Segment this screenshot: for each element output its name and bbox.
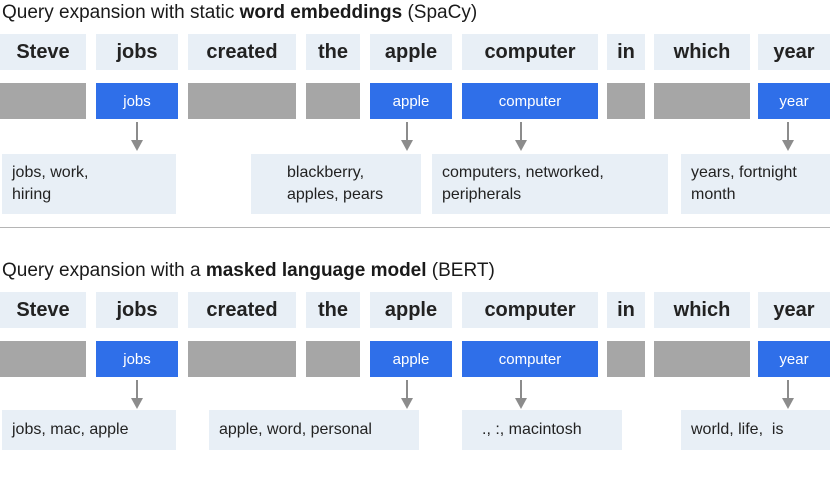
down-arrow-icon (131, 380, 143, 409)
mask-token (306, 83, 360, 119)
word-token: created (188, 292, 296, 328)
mask-token: apple (370, 341, 452, 377)
mask-token: year (758, 341, 830, 377)
word-token: year (758, 34, 830, 70)
mask-token (188, 341, 296, 377)
word-token: jobs (96, 34, 178, 70)
expansion-result: jobs, work, hiring (2, 154, 176, 214)
expansion-result: apple, word, personal (209, 410, 419, 450)
word-token: which (654, 292, 750, 328)
word-token: created (188, 34, 296, 70)
down-arrow-icon (782, 122, 794, 151)
heading-bold: masked language model (205, 260, 427, 281)
heading-prefix: Query expansion with static (2, 2, 240, 23)
word-token: Steve (0, 34, 86, 70)
mask-token (607, 83, 645, 119)
down-arrow-icon (515, 122, 527, 151)
word-token: in (607, 34, 645, 70)
expansion-result: computers, networked, peripherals (432, 154, 668, 214)
section-word-embeddings: Query expansion with static word embeddi… (0, 0, 830, 226)
section-heading: Query expansion with static word embeddi… (2, 0, 477, 26)
expansion-result: years, fortnight month (681, 154, 830, 214)
word-token: apple (370, 292, 452, 328)
mask-token: apple (370, 83, 452, 119)
expansion-result: blackberry, apples, pears (251, 154, 421, 214)
mask-token (607, 341, 645, 377)
down-arrow-icon (782, 380, 794, 409)
down-arrow-icon (401, 380, 413, 409)
heading-suffix: (BERT) (426, 260, 495, 281)
mask-token (0, 341, 86, 377)
word-token: computer (462, 34, 598, 70)
word-token: apple (370, 34, 452, 70)
heading-bold: word embeddings (239, 2, 403, 23)
down-arrow-icon (401, 122, 413, 151)
heading-suffix: (SpaCy) (402, 2, 478, 23)
section-heading: Query expansion with a masked language m… (2, 258, 495, 284)
mask-token (0, 83, 86, 119)
expansion-result: ., :, macintosh (462, 410, 622, 450)
section-divider (0, 227, 830, 228)
word-token: in (607, 292, 645, 328)
expansion-result: world, life, is (681, 410, 830, 450)
word-token: computer (462, 292, 598, 328)
word-token: the (306, 292, 360, 328)
word-token: which (654, 34, 750, 70)
heading-prefix: Query expansion with a (2, 260, 206, 281)
word-token: jobs (96, 292, 178, 328)
down-arrow-icon (515, 380, 527, 409)
mask-token: computer (462, 341, 598, 377)
mask-token: computer (462, 83, 598, 119)
mask-token (654, 83, 750, 119)
mask-token (188, 83, 296, 119)
word-token: Steve (0, 292, 86, 328)
mask-token (654, 341, 750, 377)
mask-token: jobs (96, 341, 178, 377)
word-token: the (306, 34, 360, 70)
mask-token (306, 341, 360, 377)
section-masked-language-model: Query expansion with a masked language m… (0, 258, 830, 484)
expansion-result: jobs, mac, apple (2, 410, 176, 450)
word-token: year (758, 292, 830, 328)
mask-token: year (758, 83, 830, 119)
mask-token: jobs (96, 83, 178, 119)
down-arrow-icon (131, 122, 143, 151)
